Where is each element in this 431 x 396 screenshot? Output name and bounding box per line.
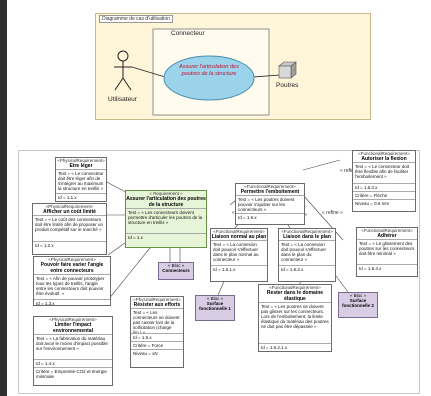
req-niveau: Niveau = 0.6 mm xyxy=(353,199,415,207)
req-text: Text = « La connexion doit pouvoir s'eff… xyxy=(279,240,335,265)
req-text: Text = « Le connecteur doit être flexibl… xyxy=(353,162,415,183)
req-id: Id = 1.6.4.x xyxy=(357,264,417,272)
req-id: Id = 1.4.x xyxy=(34,359,112,367)
block-name: Connecteurs xyxy=(162,268,190,273)
block-name: Surface fonctionnelle 2 xyxy=(342,298,374,308)
req-text: Text = « La connexion doit pouvoir s'eff… xyxy=(211,240,267,265)
req-critere: Critère = Empreinte CO2 et énergie minim… xyxy=(34,367,112,380)
block-surface-1: « Bloc » Surface fonctionnelle 1 xyxy=(195,295,235,321)
req-id: Id = 1.3.x xyxy=(34,299,110,307)
req-text: Text = « Les poutres doivent pouvoir s'a… xyxy=(236,195,304,213)
system-title: Connecteur xyxy=(171,30,205,37)
stereotype: « Requirement » xyxy=(149,191,183,196)
stereotype: «FunctionalRequirement» xyxy=(361,228,413,233)
req-liaison-normal: «FunctionalRequirement» Liaison normal a… xyxy=(210,228,268,282)
req-text: Text = « Afin de pouvoir prototyper tous… xyxy=(34,274,110,299)
req-name: Afficher un coût limité xyxy=(43,209,96,215)
req-emboitement: «FunctionalRequirement» Permettre l'embo… xyxy=(235,183,305,225)
req-id: Id = 1.6.2.x xyxy=(279,265,335,273)
association-object xyxy=(252,74,281,78)
usecase-label: Assurer l'articulation des poutres de la… xyxy=(179,64,239,77)
req-efforts: «PhysicalRequirement» Résister aux effor… xyxy=(130,296,184,368)
req-id: Id = 1.6.2.1.x xyxy=(259,343,331,351)
req-name: Autoriser la flexion xyxy=(361,156,407,162)
req-liaison-plan: «FunctionalRequirement» Liaison dans le … xyxy=(278,228,336,282)
req-id: Id = 1.1.x xyxy=(56,193,106,201)
req-id: Id = 1.6.1.x xyxy=(211,265,267,273)
req-id: Id = 1.x xyxy=(126,233,206,241)
req-id: Id = 1.2.x xyxy=(33,241,106,249)
block-surface-2: « Bloc » Surface fonctionnelle 2 xyxy=(338,292,378,318)
box-front xyxy=(278,65,292,79)
req-text: Text = « Les connecteurs ne doivent pas … xyxy=(131,308,183,333)
stereotype: «PhysicalRequirement» xyxy=(45,204,94,209)
req-name: Permettre l'emboitement xyxy=(240,189,300,195)
refine-label-1: « refine » xyxy=(340,168,361,174)
req-name: Liaison dans le plan xyxy=(283,234,331,240)
req-elastique: «FunctionalRequirement» Rester dans le d… xyxy=(258,284,332,352)
req-id: Id = 1.6.3.x xyxy=(353,183,415,191)
req-main: « Requirement » Assurer l'articulation d… xyxy=(125,190,207,248)
req-text: Text = « La fabrication du matériau doit… xyxy=(34,334,112,359)
req-text: Text = « Le connecteur doit être léger a… xyxy=(56,169,106,193)
req-adherer: «FunctionalRequirement» Adhérer Text = «… xyxy=(356,227,418,277)
stereotype: «FunctionalRequirement» xyxy=(358,151,410,156)
req-impact: «PhysicalRequirement» Limiter l'impact e… xyxy=(33,316,113,386)
req-name: Liaison normal au plan xyxy=(211,234,267,240)
association-actor xyxy=(131,66,166,78)
req-etre-leger: «PhysicalRequirement» Etre léger Text = … xyxy=(55,157,107,202)
req-critere: Critère = Force xyxy=(131,341,183,349)
req-text: Text = « Les connecteurs doivent permett… xyxy=(126,208,206,233)
req-niveau: Niveau = xN xyxy=(131,349,183,357)
req-name: Limiter l'impact environnemental xyxy=(52,322,93,334)
req-id: Id = 1.5.x xyxy=(131,333,183,341)
stereotype: «PhysicalRequirement» xyxy=(49,317,97,322)
req-text: Text = « Le coût des connecteurs doit êt… xyxy=(33,215,106,241)
req-angle: «PhysicalRequirement» Pouvoir faire vari… xyxy=(33,256,111,306)
stereotype: «FunctionalRequirement» xyxy=(281,229,333,234)
link-flexion xyxy=(302,159,341,171)
stereotype: «FunctionalRequirement» xyxy=(269,285,321,290)
req-flexion: «FunctionalRequirement» Autoriser la fle… xyxy=(352,150,416,212)
block-connecteurs: « Bloc » Connecteurs xyxy=(158,262,194,280)
actor-leg-right xyxy=(122,77,132,91)
req-text: Text = « Le glissement des poutres sur l… xyxy=(357,239,417,264)
block-name: Surface fonctionnelle 1 xyxy=(199,301,231,311)
block-stereotype: « Bloc » xyxy=(206,296,224,301)
req-name: Etre léger xyxy=(69,163,93,169)
req-name: Pouvoir faire varier l'angle entre conne… xyxy=(40,262,104,274)
actor-label: Utilisateur xyxy=(108,96,137,103)
stereotype: «PhysicalRequirement» xyxy=(133,297,181,302)
usecase-ellipse xyxy=(163,55,255,101)
link-impact xyxy=(107,237,159,301)
left-border xyxy=(0,0,7,396)
actor-leg-left xyxy=(114,77,124,91)
req-name: Rester dans le domaine élastique xyxy=(266,290,324,302)
block-stereotype: « Bloc » xyxy=(167,263,185,268)
object-label: Poutres xyxy=(276,82,299,89)
block-stereotype: « Bloc » xyxy=(349,293,367,298)
req-name: Assurer l'articulation des poutres de la… xyxy=(126,196,206,208)
req-cout: «PhysicalRequirement» Afficher un coût l… xyxy=(32,203,107,255)
stereotype: «FunctionalRequirement» xyxy=(244,184,296,189)
stereotype: «PhysicalRequirement» xyxy=(57,158,105,163)
link-adherer xyxy=(302,194,344,241)
req-name: Adhérer xyxy=(377,233,397,239)
diagram-tab: Diagramme de cas d'utilisation xyxy=(99,15,173,23)
req-name: Résister aux efforts xyxy=(133,302,181,308)
req-text: Text = « Les poutres ne doivent pas glis… xyxy=(259,302,331,343)
stereotype: «PhysicalRequirement» xyxy=(48,257,96,262)
stereotype: «FunctionalRequirement» xyxy=(213,229,265,234)
refine-label-2: « refine » xyxy=(322,210,343,216)
req-id: Id = 1.6.x xyxy=(236,213,304,221)
req-critere: Critère = Flèche xyxy=(353,191,415,199)
